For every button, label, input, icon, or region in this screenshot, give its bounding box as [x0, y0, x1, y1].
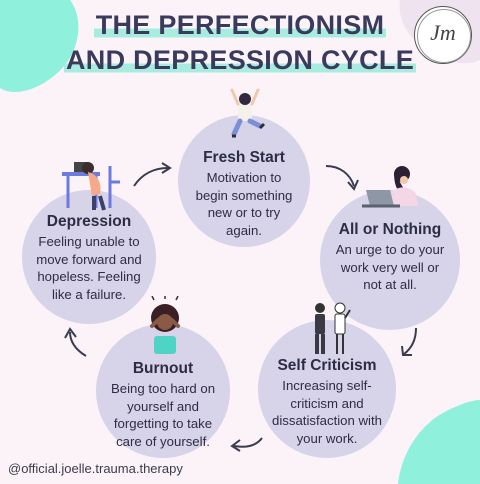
stage-heading: Fresh Start: [203, 149, 285, 166]
mint-blob-bottom-right: [398, 400, 480, 484]
stage-depression: Depression Feeling unable to move forwar…: [22, 190, 156, 324]
stage-heading: Depression: [46, 213, 132, 230]
text-line: An urge to do your: [335, 242, 445, 257]
text-line: hopeless. Feeling: [37, 269, 141, 284]
stage-description: Motivation to begin something new or to …: [180, 169, 308, 239]
title-line-2: AND DEPRESSION CYCLE: [63, 45, 417, 75]
text-line: Being too hard on: [110, 381, 216, 396]
text-line: work very well or: [340, 259, 440, 275]
text-line: Feeling unable to: [38, 234, 140, 249]
desk-slumped-person-icon: [62, 162, 120, 211]
text-line: new or to try: [207, 205, 281, 220]
text-line: like a failure.: [51, 286, 127, 302]
social-handle: @official.joelle.trauma.therapy: [8, 461, 183, 476]
arrow-all-to-self-icon: [401, 327, 417, 356]
logo-ring: [417, 9, 471, 63]
text-line: begin something: [195, 187, 293, 203]
stressed-person-icon: [150, 296, 180, 354]
criticizing-people-icon: [315, 302, 351, 354]
text-line: forgetting to take: [113, 416, 213, 431]
page-title: THE PERFECTIONISM AND DEPRESSION CYCLE: [0, 8, 480, 78]
arrow-burnout-to-depression-icon: [64, 327, 87, 357]
stage-heading: Burnout: [132, 360, 194, 377]
jumping-person-icon: [230, 88, 266, 138]
text-line: dissatisfaction with: [272, 413, 382, 428]
stage-description: An urge to do your work very well or not…: [324, 241, 456, 294]
text-line: Increasing self-: [282, 378, 372, 393]
stage-description: Being too hard on yourself and forgettin…: [98, 380, 228, 450]
stage-heading: All or Nothing: [338, 221, 442, 238]
text-line: again.: [226, 222, 262, 238]
text-line: not at all.: [363, 277, 417, 292]
arrow-depression-to-fresh-icon: [133, 162, 172, 187]
text-line: yourself and: [127, 398, 199, 414]
stage-self-criticism: Self Criticism Increasing self- criticis…: [258, 320, 396, 458]
stage-fresh-start: Fresh Start Motivation to begin somethin…: [178, 115, 310, 247]
text-line: care of yourself.: [116, 433, 210, 449]
text-line: criticism and: [290, 395, 364, 411]
text-line: move forward and: [36, 251, 142, 267]
stage-description: Increasing self- criticism and dissatisf…: [260, 377, 394, 447]
title-line-1: THE PERFECTIONISM: [93, 10, 387, 40]
stage-heading: Self Criticism: [277, 357, 377, 374]
stage-description: Feeling unable to move forward and hopel…: [22, 233, 156, 303]
brand-logo: Jm: [414, 6, 472, 64]
mint-blob-top-left: [0, 0, 79, 92]
text-line: your work.: [296, 430, 358, 446]
logo-monogram: Jm: [430, 20, 456, 45]
text-line: Motivation to: [206, 170, 282, 185]
laptop-person-icon: [362, 166, 418, 208]
arrow-self-to-burnout-icon: [230, 437, 263, 452]
arrow-fresh-to-all-icon: [325, 165, 359, 191]
